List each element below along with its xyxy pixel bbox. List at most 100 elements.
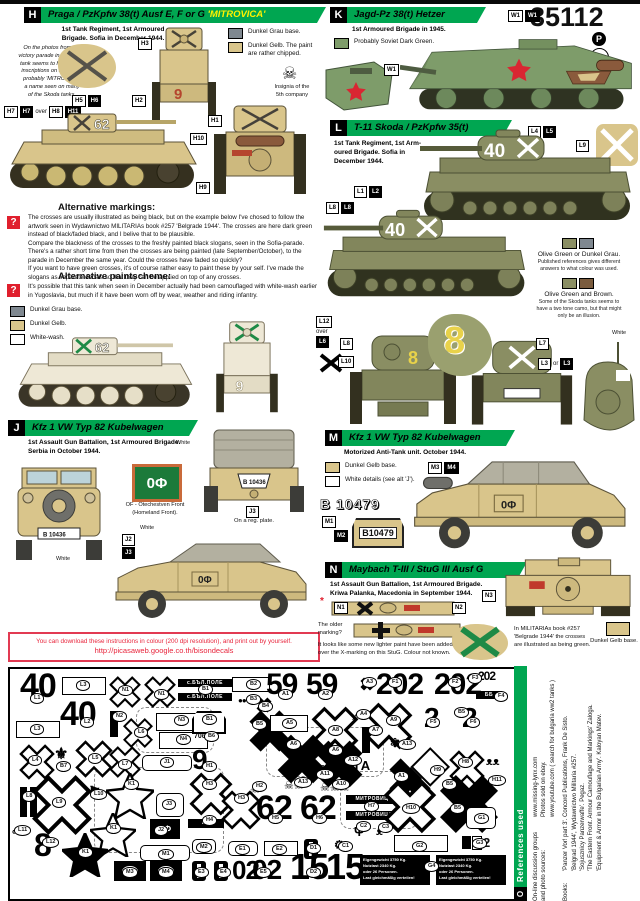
decal-label: H9 [430, 765, 446, 776]
alt-paint-legend: Dunkel Grau base.Dunkel Gelb.White-wash. [10, 306, 100, 348]
label-h2: H2 [132, 95, 146, 107]
section-l-subtitle: 1st Tank Regiment, 1st Arm- oured Brigad… [334, 140, 422, 165]
older-marking-note: The older marking? [318, 622, 343, 636]
white-note-front: White [140, 525, 155, 531]
decal-label: L2 [80, 717, 95, 728]
kubelwagen-rear-illustration: B 10436 [200, 428, 308, 524]
decal-label: M4 [158, 867, 174, 878]
tag: H2 [132, 95, 146, 107]
decal-label: A8 [328, 725, 344, 736]
plate-decal-m2: B10479 [352, 518, 404, 548]
svg-text:B 10436: B 10436 [243, 480, 266, 486]
skoda-turret-rear-illustration [578, 340, 638, 432]
label-l7: L7 [536, 338, 550, 350]
decal-item: ᴥᴥ [486, 756, 500, 768]
decal-label: H6 [312, 813, 328, 824]
section-h-subtitle: 1st Tank Regiment, 1st Armoured Brigade.… [61, 26, 165, 42]
svg-text:62: 62 [94, 116, 110, 132]
tag: H10 [190, 133, 208, 145]
alt-paintscheme-heading: Alternative paintscheme: [58, 271, 171, 282]
decal-label: N3 [174, 715, 190, 726]
label-n1: N1 [334, 602, 348, 614]
dunkel-gelb-swatch [606, 622, 630, 636]
decal-label: H3 [234, 793, 250, 804]
svg-text:9: 9 [235, 379, 243, 395]
tag: L7 [536, 338, 550, 350]
references-books-row: Books: 'Panzer Vor! part 3'. Concord Pub… [562, 666, 604, 901]
decal-label: M1 [158, 849, 174, 860]
decal-label: B1 [202, 714, 218, 725]
section-m-title: Kfz 1 VW Typ 82 Kubelwagen [342, 430, 515, 446]
decal-label: B1 [198, 684, 214, 695]
militaria-green-note: In MILITARIAs book #257 'Belgrade 1944' … [514, 626, 591, 648]
decal-label: A9 [386, 715, 402, 726]
skoda-35t-side-illustration-1: 40 [418, 128, 638, 236]
stug-front-illustration [498, 556, 638, 620]
legend-row: Dunkel Gelb. [10, 320, 100, 331]
tag: H7 [19, 106, 34, 118]
alt-markings-body: The crosses are usually illustrated as b… [28, 214, 313, 281]
references-header: O References used [514, 666, 527, 901]
decal-label: K1 [124, 779, 140, 790]
decal-label: J1 [160, 757, 175, 768]
legend-olive-brown: Olive Green and Brown. Some of the Skoda… [520, 278, 638, 320]
decal-label: F5 [426, 717, 441, 728]
label-j3: J3 [246, 506, 259, 518]
legend-row: Dunkel Grau base. [10, 306, 100, 317]
green-cross-sketch [452, 624, 508, 660]
decal-label: H7 [364, 801, 380, 812]
section-j-letter: J [8, 420, 25, 436]
download-url[interactable]: http://picasaweb.google.co.th/bisondecal… [94, 646, 234, 656]
decal-label: A5 [282, 718, 298, 729]
decal-b10479-text: B 10479 [320, 496, 380, 513]
decal-item [90, 813, 136, 857]
decal-label: G2 [412, 841, 428, 852]
legend-row: Dunkel Gelb. The paint are rather chippe… [228, 42, 320, 58]
tag: L2 [369, 186, 383, 198]
list-line: www.missing-lynx.com [533, 756, 539, 817]
references-groups-row: On-line discussion groups and photo sour… [532, 666, 557, 901]
decal-label: F3 [468, 673, 483, 684]
section-n-subtitle: 1st Assault Gun Battalion, 1st Armoured … [330, 581, 483, 597]
question-icon-2: ? [7, 284, 20, 297]
tag: J3 [122, 547, 135, 559]
skoda-35t-front-illustration [470, 334, 574, 430]
tag: H1 [208, 115, 222, 127]
decal-label: A6 [328, 745, 344, 756]
list-line: 'The Eastern Front. Armour Camouflage an… [588, 704, 595, 871]
decal-item: МИТРОВИЦА [346, 811, 402, 820]
turret-inscription-sketch [58, 44, 116, 88]
decal-label: A10 [332, 779, 351, 790]
svg-text:9: 9 [174, 86, 182, 103]
tag: M3 [428, 462, 443, 474]
of-caption: OF - Otechestven Front (Homeland Front). [125, 502, 185, 516]
decal-label: J3 [162, 799, 177, 810]
decal-label: B4 [258, 701, 274, 712]
red-asterisk: * [320, 596, 324, 607]
decal-item [364, 701, 414, 751]
decal-label: L7 [118, 759, 133, 770]
decal-item: С.Т.З [308, 765, 325, 772]
list-line: Photos sold on ebay. [541, 761, 548, 817]
decal-label: N1 [154, 689, 170, 700]
decal-label: B7 [56, 761, 72, 772]
section-l-letter: L [330, 120, 347, 136]
decal-item: с.БЪЛ.ПОЛЕ [178, 679, 232, 687]
decal-label: L10 [90, 789, 108, 800]
section-j-title: Kfz 1 VW Typ 82 Kubelwagen [25, 420, 198, 436]
decal-label: B5 [442, 779, 458, 790]
legend-row: Probably Soviet Dark Green. [334, 38, 454, 49]
cross-decal-sketch [596, 124, 638, 166]
tag: H8 [49, 106, 63, 118]
section-j-header: J Kfz 1 VW Typ 82 Kubelwagen [8, 420, 198, 436]
decal-item [110, 711, 118, 737]
list-line: 'Belgrad 1944', Wydawnictwo Militaria #2… [571, 754, 578, 871]
decal-label: M2 [196, 842, 212, 853]
svg-text:8: 8 [408, 348, 418, 368]
